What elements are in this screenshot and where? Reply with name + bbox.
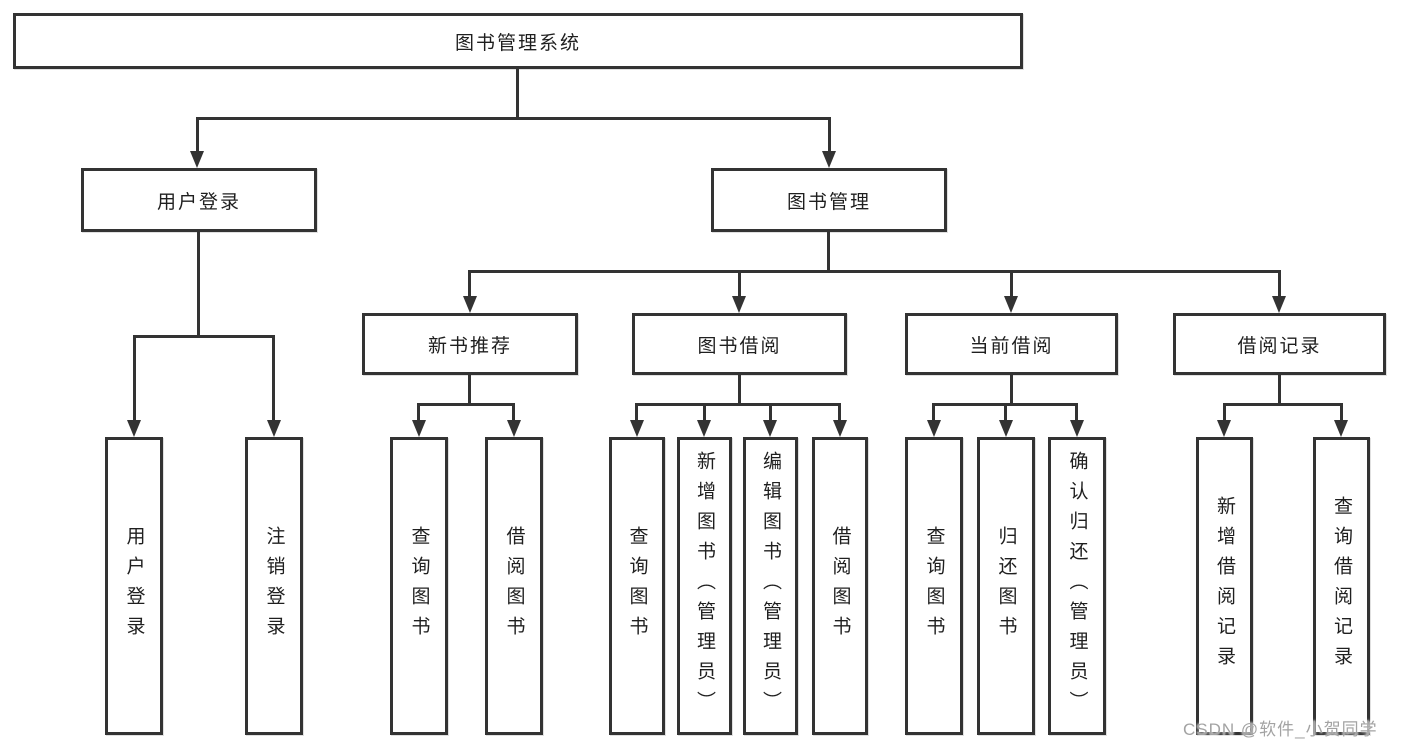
connector-vline [828, 117, 831, 154]
leaf-label: 查询图书 [923, 526, 945, 646]
node-label: 图书管理 [786, 191, 871, 213]
connector-vline [932, 403, 935, 421]
leaf-query-books: 查询图书 [905, 437, 963, 735]
arrow-down-icon [999, 420, 1013, 437]
connector-vline [272, 335, 275, 421]
leaf-label: 编辑图书（管理员） [760, 451, 781, 721]
arrow-down-icon [1272, 296, 1286, 313]
leaf-label: 注销登录 [263, 526, 285, 646]
arrow-down-icon [822, 151, 836, 168]
arrow-down-icon [267, 420, 281, 437]
connector-vline [196, 117, 199, 154]
connector-vline [1340, 403, 1343, 421]
node-label: 图书借阅 [697, 335, 782, 357]
node-label: 新书推荐 [427, 335, 512, 357]
node-book-management: 图书管理 [711, 168, 947, 232]
leaf-query-books: 查询图书 [609, 437, 665, 735]
leaf-label: 新增图书（管理员） [694, 451, 715, 721]
connector-vline [468, 270, 471, 298]
arrow-down-icon [833, 420, 847, 437]
arrow-down-icon [630, 420, 644, 437]
leaf-label: 查询图书 [626, 526, 648, 646]
node-label: 用户登录 [156, 191, 241, 213]
arrow-down-icon [697, 420, 711, 437]
node-label: 借阅记录 [1237, 335, 1322, 357]
node-borrowing-records: 借阅记录 [1173, 313, 1386, 375]
node-book-borrowing: 图书借阅 [632, 313, 847, 375]
connector-vline [827, 232, 830, 273]
leaf-edit-books-admin: 编辑图书（管理员） [743, 437, 798, 735]
leaf-add-borrow-record: 新增借阅记录 [1196, 437, 1253, 735]
arrow-down-icon [127, 420, 141, 437]
connector-hline [635, 403, 841, 406]
connector-vline [1075, 403, 1078, 421]
leaf-add-books-admin: 新增图书（管理员） [677, 437, 732, 735]
connector-vline [1278, 375, 1281, 406]
connector-vline [838, 403, 841, 421]
leaf-query-books: 查询图书 [390, 437, 448, 735]
leaf-borrow-books: 借阅图书 [812, 437, 868, 735]
arrow-down-icon [1217, 420, 1231, 437]
arrow-down-icon [1004, 296, 1018, 313]
connector-vline [703, 403, 706, 421]
connector-vline [738, 270, 741, 298]
arrow-down-icon [507, 420, 521, 437]
arrow-down-icon [732, 296, 746, 313]
connector-hline [196, 117, 831, 120]
leaf-label: 借阅图书 [829, 526, 851, 646]
connector-vline [1004, 403, 1007, 421]
connector-vline [1278, 270, 1281, 298]
leaf-label: 查询图书 [408, 526, 430, 646]
leaf-label: 确认归还（管理员） [1066, 451, 1088, 721]
leaf-label: 借阅图书 [503, 526, 525, 646]
node-user-login: 用户登录 [81, 168, 317, 232]
leaf-confirm-return-admin: 确认归还（管理员） [1048, 437, 1106, 735]
arrow-down-icon [1334, 420, 1348, 437]
leaf-query-borrow-record: 查询借阅记录 [1313, 437, 1370, 735]
connector-vline [468, 375, 471, 406]
connector-vline [1010, 375, 1013, 406]
arrow-down-icon [463, 296, 477, 313]
connector-vline [635, 403, 638, 421]
leaf-user-login: 用户登录 [105, 437, 163, 735]
connector-vline [197, 232, 200, 338]
leaf-logout: 注销登录 [245, 437, 303, 735]
leaf-label: 用户登录 [123, 526, 145, 646]
connector-vline [738, 375, 741, 406]
arrow-down-icon [927, 420, 941, 437]
csdn-watermark: CSDN @软件_小贺同学 [1183, 720, 1378, 739]
connector-vline [1223, 403, 1226, 421]
leaf-label: 新增借阅记录 [1214, 496, 1235, 676]
arrow-down-icon [412, 420, 426, 437]
connector-vline [1010, 270, 1013, 298]
connector-vline [769, 403, 772, 421]
node-library-system: 图书管理系统 [13, 13, 1023, 69]
node-label: 图书管理系统 [454, 32, 581, 54]
leaf-borrow-books: 借阅图书 [485, 437, 543, 735]
connector-hline [417, 403, 515, 406]
leaf-label: 归还图书 [995, 526, 1017, 646]
connector-vline [417, 403, 420, 421]
node-new-book-recommend: 新书推荐 [362, 313, 578, 375]
connector-hline [468, 270, 1281, 273]
node-current-borrowing: 当前借阅 [905, 313, 1118, 375]
arrow-down-icon [763, 420, 777, 437]
node-label: 当前借阅 [969, 335, 1054, 357]
connector-hline [1223, 403, 1343, 406]
leaf-return-books: 归还图书 [977, 437, 1035, 735]
connector-vline [512, 403, 515, 421]
connector-vline [133, 335, 136, 421]
arrow-down-icon [1070, 420, 1084, 437]
arrow-down-icon [190, 151, 204, 168]
connector-vline [516, 69, 519, 120]
connector-hline [133, 335, 275, 338]
leaf-label: 查询借阅记录 [1331, 496, 1352, 676]
